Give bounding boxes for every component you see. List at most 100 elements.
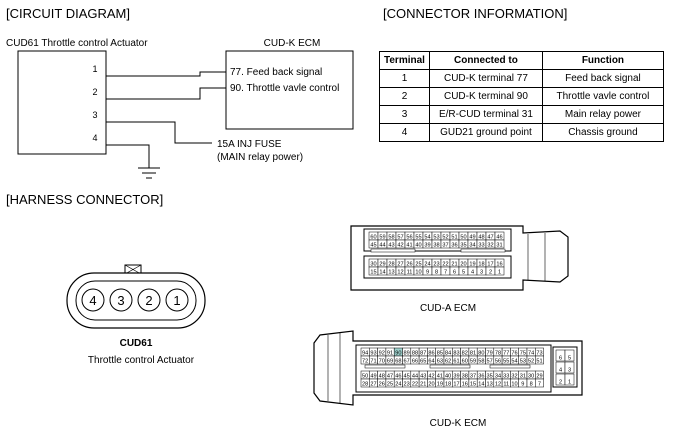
pin-label-4: 4 <box>92 133 97 143</box>
pin-number: 17 <box>487 261 493 267</box>
pin-number: 62 <box>445 358 451 364</box>
pin-number: 63 <box>437 358 443 364</box>
cud61-pin-label: 3 <box>117 293 124 308</box>
pin-number: 12 <box>397 269 403 275</box>
pin-number: 32 <box>511 373 517 379</box>
pin-number: 31 <box>496 242 502 248</box>
cud61-pin-label: 4 <box>89 293 96 308</box>
pin-number: 48 <box>478 234 484 240</box>
table-row: 3 E/R-CUD terminal 31 Main relay power <box>379 105 664 124</box>
pin-number: 59 <box>470 358 476 364</box>
cud61-pin-4 <box>81 288 105 312</box>
pin-number: 55 <box>415 234 421 240</box>
pin-number: 54 <box>511 358 517 364</box>
pin-cell <box>564 373 575 386</box>
pin-number: 71 <box>370 358 376 364</box>
pin-number: 19 <box>437 381 443 387</box>
pin-number: 41 <box>437 373 443 379</box>
pin-number: 9 <box>521 381 524 387</box>
table-row: 4 GUD21 ground point Chassis ground <box>379 123 664 142</box>
pin-number: 70 <box>379 358 385 364</box>
pin-number: 8 <box>435 269 438 275</box>
pin-number: 12 <box>495 381 501 387</box>
section-connector-information: [CONNECTOR INFORMATION] <box>383 6 568 21</box>
pin-number: 25 <box>387 381 393 387</box>
key-slot <box>489 364 531 369</box>
table-cell: 4 <box>379 123 430 142</box>
pin-number: 49 <box>469 234 475 240</box>
pin-number: 5 <box>462 269 465 275</box>
pin-number: 11 <box>503 381 509 387</box>
cud61-pin-3 <box>109 288 133 312</box>
pin-number: 89 <box>404 350 410 356</box>
pin-number: 26 <box>406 261 412 267</box>
pin-cell <box>564 349 575 362</box>
pin-number: 1 <box>498 269 501 275</box>
pin-number: 4 <box>471 269 474 275</box>
pin-number: 18 <box>478 261 484 267</box>
pin-number: 38 <box>462 373 468 379</box>
cud-a-top-block <box>363 228 512 252</box>
pin-number: 34 <box>469 242 475 248</box>
pin-number: 47 <box>487 234 493 240</box>
pin-number: 57 <box>397 234 403 240</box>
pin-number: 52 <box>528 358 534 364</box>
pin-number: 88 <box>412 350 418 356</box>
pin-label-2: 2 <box>92 87 97 97</box>
pin-number: 30 <box>370 261 376 267</box>
pin-number: 27 <box>397 261 403 267</box>
actuator-box <box>17 50 107 155</box>
key-slot <box>460 248 506 253</box>
cud61-description: Throttle control Actuator <box>88 355 195 366</box>
pin-number: 13 <box>388 269 394 275</box>
pin-number: 3 <box>480 269 483 275</box>
connector-table: Terminal Connected to Function 1 CUD-K t… <box>379 51 664 142</box>
pin-number: 14 <box>379 269 385 275</box>
pin-number: 6 <box>453 269 456 275</box>
pin-number: 55 <box>503 358 509 364</box>
pin-number: 61 <box>453 358 459 364</box>
pin-number: 23 <box>433 261 439 267</box>
pin-number: 20 <box>460 261 466 267</box>
pin-number: 6 <box>559 355 562 361</box>
pin-number: 21 <box>451 261 457 267</box>
cud61-pin-label: 1 <box>173 293 180 308</box>
pin-number: 58 <box>478 358 484 364</box>
pin-number: 66 <box>412 358 418 364</box>
pin-number: 45 <box>370 242 376 248</box>
pin-number: 34 <box>495 373 501 379</box>
wire-pin2-ecm90 <box>106 87 226 100</box>
pin-number: 53 <box>433 234 439 240</box>
pin-number: 13 <box>487 381 493 387</box>
pin-number: 19 <box>469 261 475 267</box>
pin-number: 16 <box>496 261 502 267</box>
pin-number: 5 <box>568 355 571 361</box>
cud61-pin-1 <box>165 288 189 312</box>
pin-number: 56 <box>406 234 412 240</box>
pin-number: 69 <box>387 358 393 364</box>
pin-number: 78 <box>495 350 501 356</box>
pin-number: 32 <box>487 242 493 248</box>
section-harness-connector: [HARNESS CONNECTOR] <box>6 192 164 207</box>
pin-number: 4 <box>559 367 562 373</box>
pin-number: 43 <box>388 242 394 248</box>
pin-number: 60 <box>462 358 468 364</box>
pin-number: 51 <box>536 358 542 364</box>
pin-number: 40 <box>415 242 421 248</box>
pin-number: 35 <box>460 242 466 248</box>
cud61-body <box>66 272 206 329</box>
pin-number: 60 <box>370 234 376 240</box>
pin-number: 21 <box>420 381 426 387</box>
pin-number: 7 <box>444 269 447 275</box>
pin-number: 75 <box>520 350 526 356</box>
pin-number: 68 <box>395 358 401 364</box>
ecm-box <box>225 50 354 130</box>
pin-number: 58 <box>388 234 394 240</box>
pin-number: 94 <box>362 350 368 356</box>
pin-number: 26 <box>379 381 385 387</box>
pin-number: 15 <box>470 381 476 387</box>
pin-number: 2 <box>559 379 562 385</box>
pin-number: 29 <box>379 261 385 267</box>
